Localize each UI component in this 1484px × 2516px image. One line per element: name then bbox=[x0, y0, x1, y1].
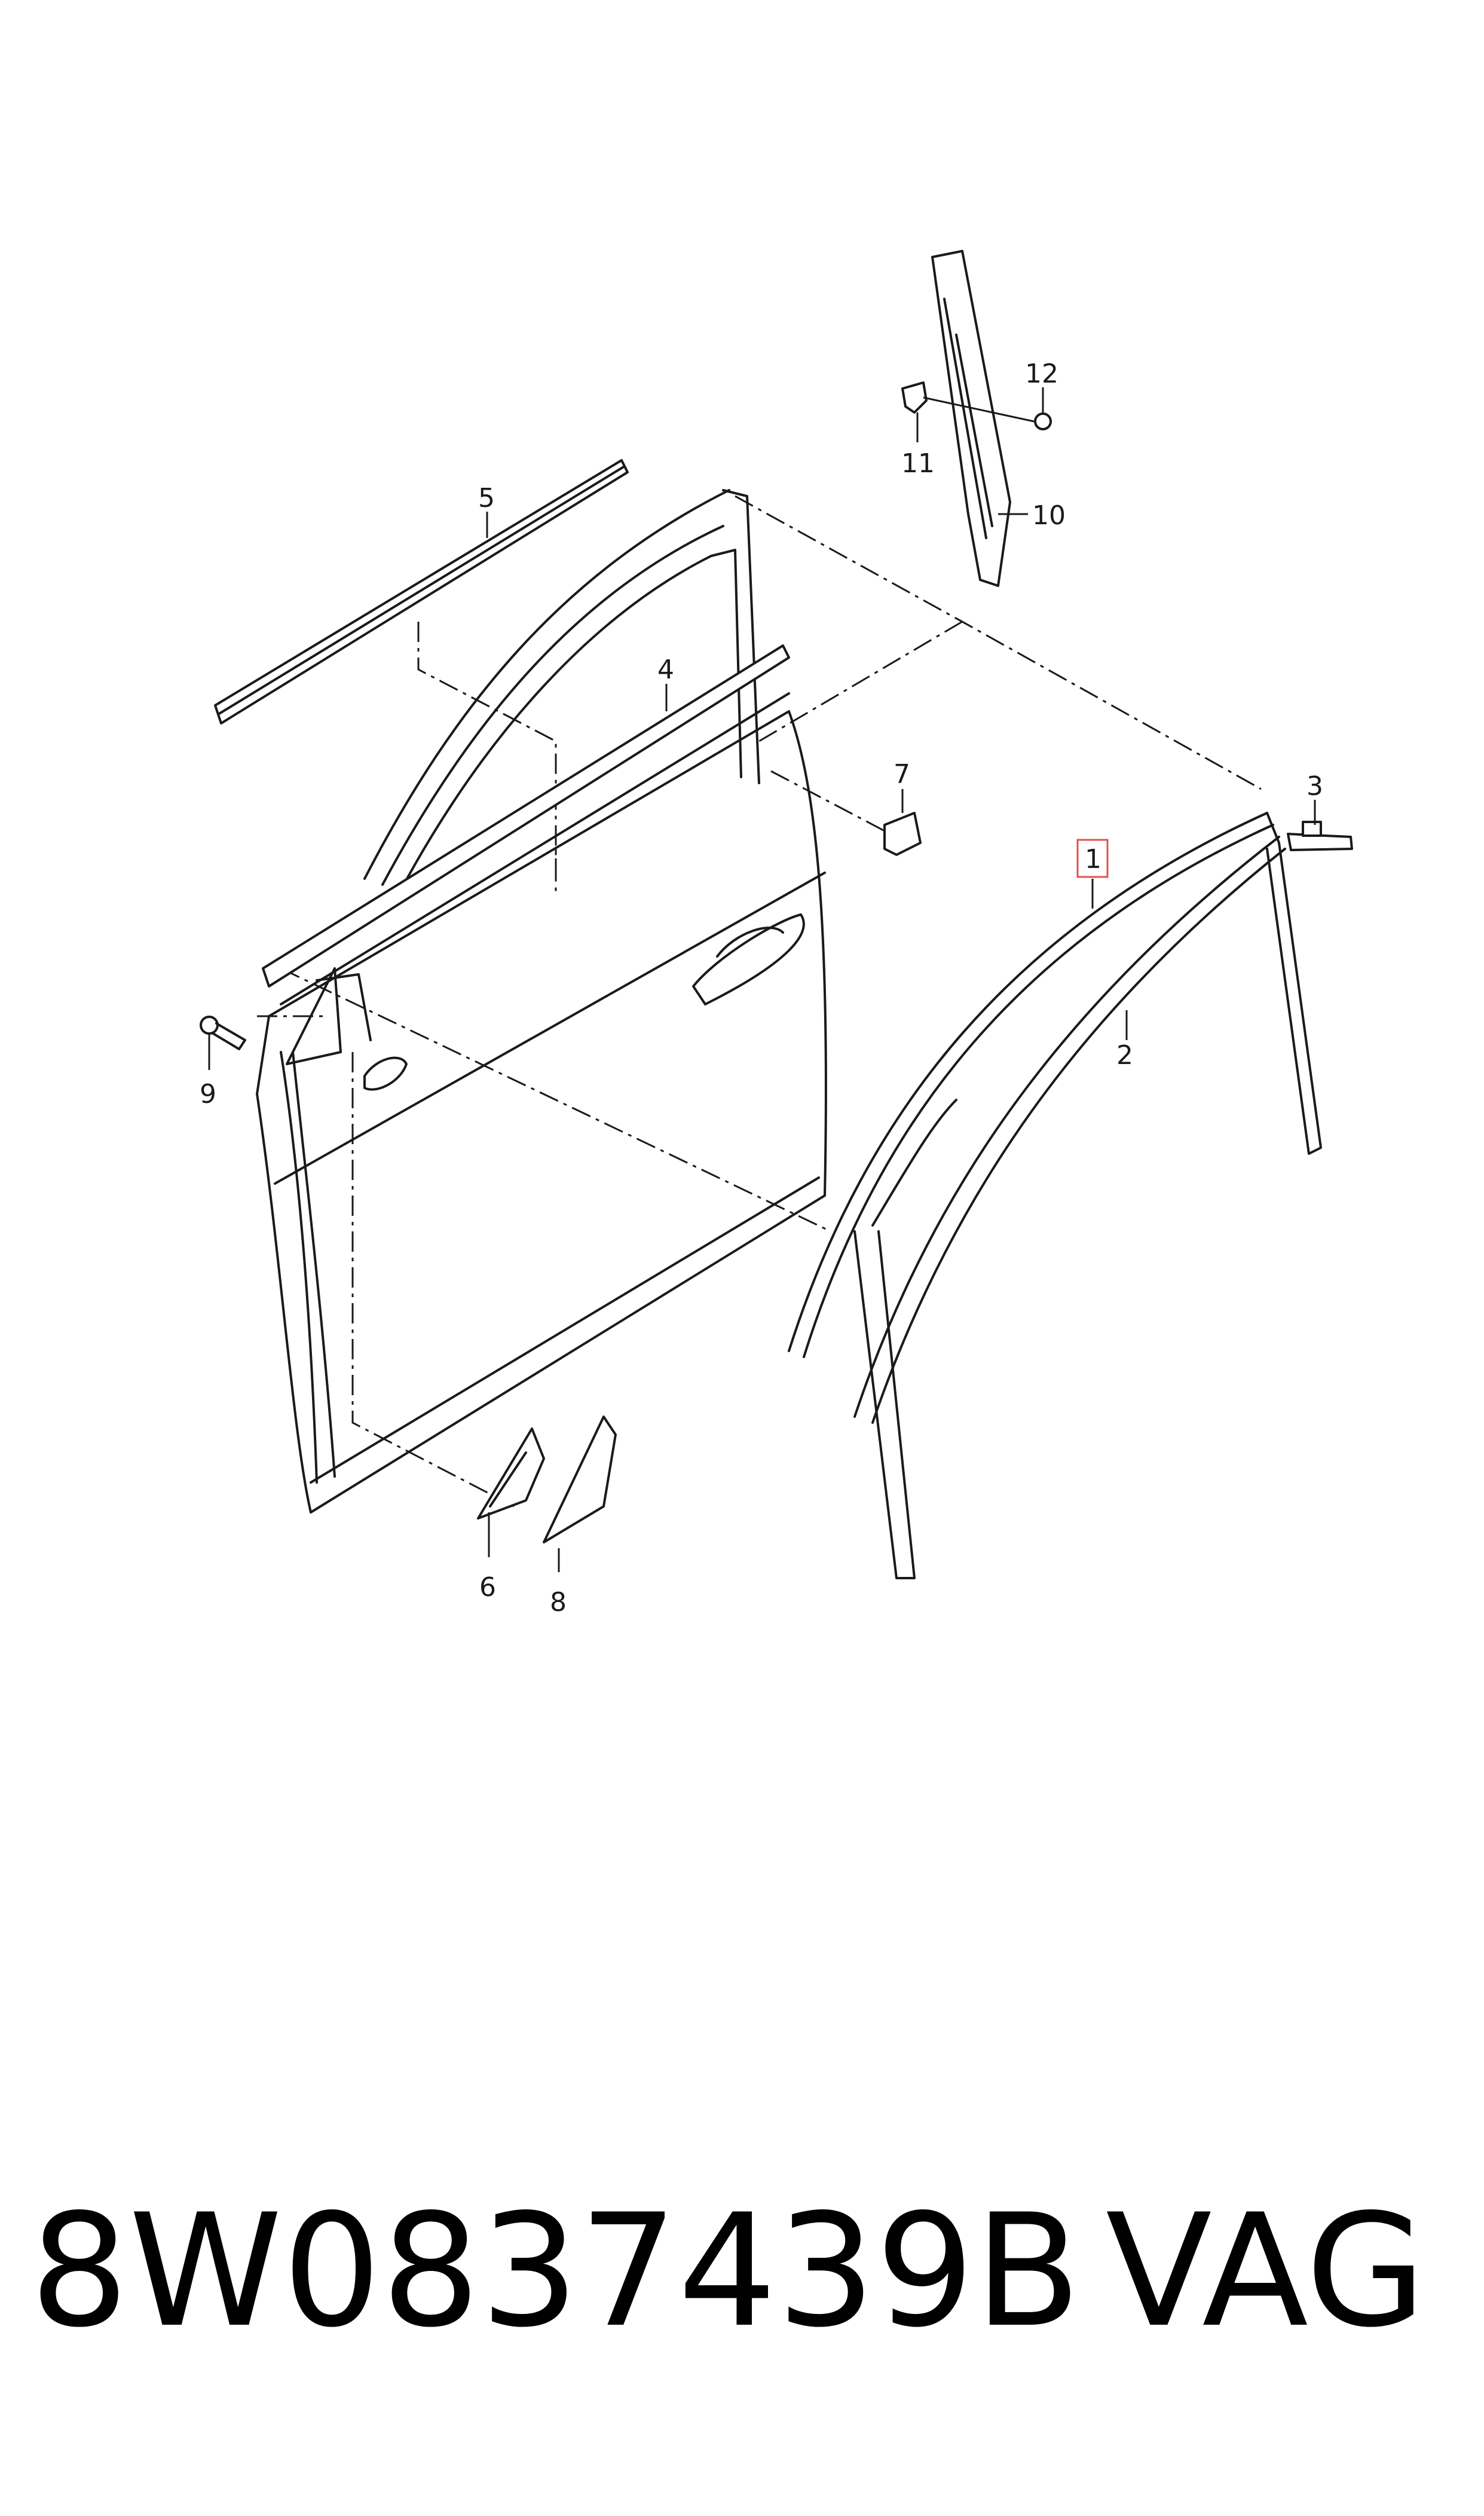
callout-4: 4 bbox=[657, 655, 674, 685]
callout-11: 11 bbox=[901, 448, 935, 479]
part-9-bolt bbox=[200, 1016, 246, 1050]
brand-label: VAG bbox=[1106, 2181, 1426, 2362]
part-2-door-channel bbox=[853, 812, 1322, 1579]
callout-7: 7 bbox=[894, 759, 910, 790]
callout-5: 5 bbox=[478, 483, 495, 513]
callout-12: 12 bbox=[1025, 359, 1058, 389]
part-7-bracket bbox=[883, 812, 922, 856]
part-10-pillar-trim bbox=[931, 250, 1011, 587]
callout-8: 8 bbox=[550, 1587, 567, 1618]
door-assembly bbox=[256, 489, 827, 1514]
callout-3: 3 bbox=[1306, 771, 1323, 802]
callout-1-highlight bbox=[1076, 839, 1109, 878]
part-1-frame-seal bbox=[788, 812, 1286, 1424]
leader-lines bbox=[208, 387, 1316, 1572]
part-12-screw bbox=[1034, 412, 1052, 430]
callout-2: 2 bbox=[1116, 1040, 1133, 1071]
callout-1: 1 bbox=[1085, 844, 1101, 875]
callout-labels: 1 2 3 4 5 6 7 8 9 10 11 12 bbox=[200, 359, 1323, 1618]
part-6-triangle-cover bbox=[477, 1427, 545, 1520]
part-number: 8W0837439B bbox=[30, 2181, 1081, 2362]
assembly-lines bbox=[257, 495, 1262, 1508]
part-8-triangle-cover bbox=[543, 1416, 617, 1543]
callout-9: 9 bbox=[200, 1079, 216, 1109]
part-5-waist-strip bbox=[214, 459, 629, 724]
callout-6: 6 bbox=[479, 1572, 496, 1603]
callout-10: 10 bbox=[1032, 500, 1066, 531]
part-11-clip bbox=[901, 381, 928, 414]
footer: 8W0837439B VAG bbox=[0, 2182, 1484, 2361]
part-3-clip bbox=[1287, 821, 1353, 851]
